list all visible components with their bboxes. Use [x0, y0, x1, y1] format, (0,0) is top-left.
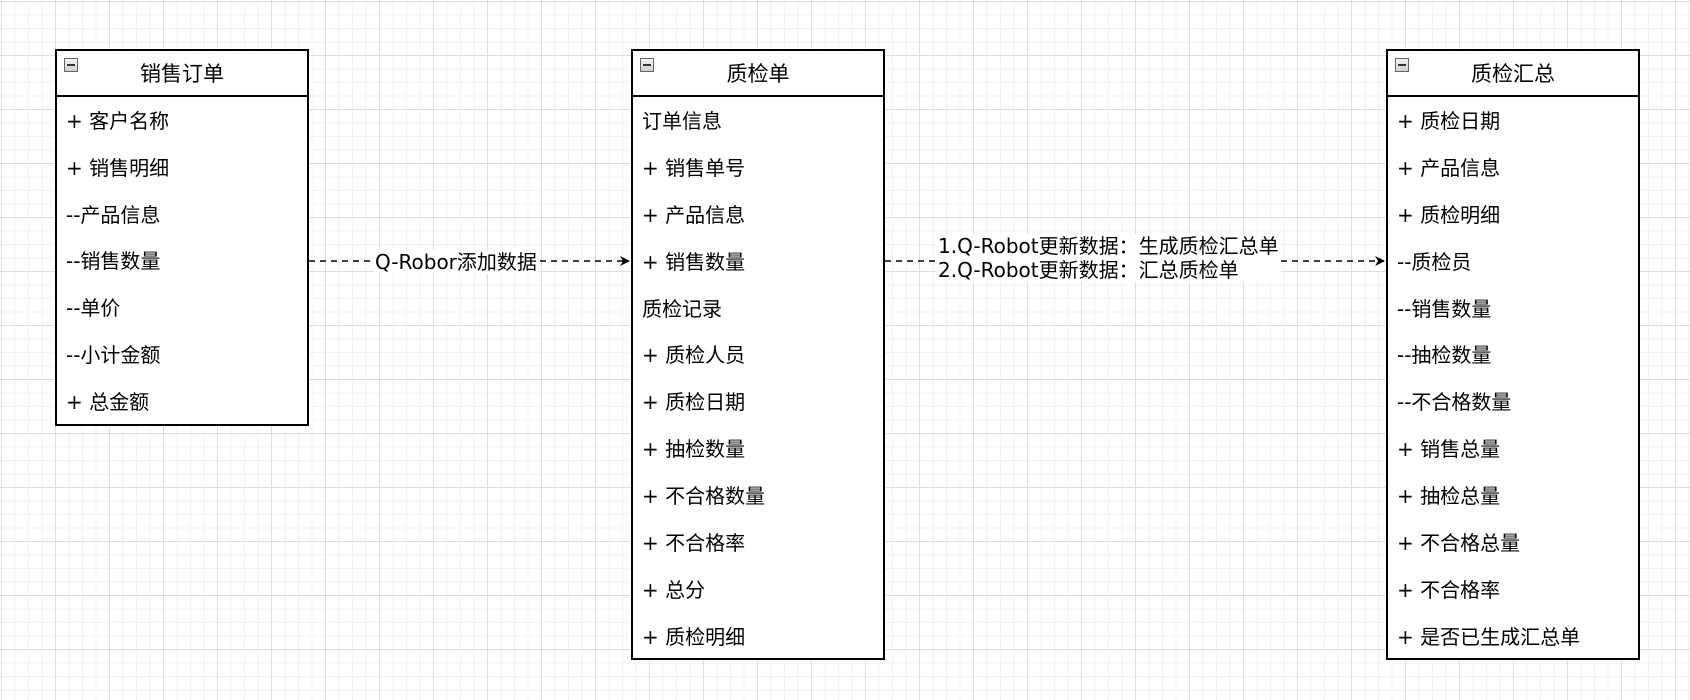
table-qc-summary[interactable]: 质检汇总 + 质检日期 + 产品信息 + 质检明细 --质检员 --销售数量 -…: [1386, 49, 1640, 660]
table-row[interactable]: --产品信息: [66, 202, 161, 227]
table-row[interactable]: --不合格数量: [1397, 390, 1512, 415]
table-row[interactable]: + 产品信息: [1397, 155, 1501, 180]
table-row[interactable]: --销售数量: [1397, 296, 1492, 321]
edge-label-update-data[interactable]: 1.Q-Robot更新数据：生成质检汇总单 2.Q-Robot更新数据：汇总质检…: [936, 234, 1281, 282]
table-row[interactable]: + 质检日期: [642, 390, 746, 415]
table-row[interactable]: + 客户名称: [66, 109, 170, 133]
table-qc-sheet[interactable]: 质检单 订单信息 + 销售单号 + 产品信息 + 销售数量 质检记录 + 质检人…: [631, 49, 885, 660]
table-rows: + 客户名称 + 销售明细 --产品信息 --销售数量 --单价 --小计金额 …: [57, 97, 307, 426]
table-row[interactable]: + 不合格数量: [642, 484, 766, 509]
table-title: 质检单: [726, 62, 790, 86]
collapse-icon[interactable]: [640, 58, 654, 72]
table-row[interactable]: --抽检数量: [1397, 343, 1492, 368]
table-row[interactable]: + 抽检总量: [1397, 484, 1501, 509]
table-row[interactable]: + 总分: [642, 577, 706, 602]
table-row[interactable]: + 产品信息: [642, 202, 746, 227]
table-row[interactable]: + 销售明细: [66, 155, 170, 180]
collapse-icon[interactable]: [64, 58, 78, 72]
table-row[interactable]: + 质检日期: [1397, 109, 1501, 133]
table-row[interactable]: + 质检人员: [642, 343, 746, 368]
table-header: 销售订单: [57, 51, 307, 97]
table-row[interactable]: + 不合格率: [642, 531, 746, 556]
table-row[interactable]: + 质检明细: [642, 624, 746, 649]
table-title: 质检汇总: [1471, 62, 1555, 86]
table-row[interactable]: + 销售单号: [642, 155, 746, 180]
table-rows: + 质检日期 + 产品信息 + 质检明细 --质检员 --销售数量 --抽检数量…: [1388, 97, 1638, 661]
table-row[interactable]: 订单信息: [642, 109, 722, 133]
table-row[interactable]: + 质检明细: [1397, 202, 1501, 227]
table-row[interactable]: + 销售数量: [642, 249, 746, 274]
table-header: 质检汇总: [1388, 51, 1638, 97]
table-row[interactable]: + 总金额: [66, 389, 150, 414]
table-row[interactable]: 质检记录: [642, 296, 722, 321]
table-header: 质检单: [633, 51, 883, 97]
table-rows: 订单信息 + 销售单号 + 产品信息 + 销售数量 质检记录 + 质检人员 + …: [633, 97, 883, 661]
table-row[interactable]: + 销售总量: [1397, 437, 1501, 462]
edge-label-line: 1.Q-Robot更新数据：生成质检汇总单: [938, 234, 1279, 258]
collapse-icon[interactable]: [1395, 58, 1409, 72]
table-title: 销售订单: [140, 62, 224, 86]
table-row[interactable]: --单价: [66, 296, 121, 321]
table-row[interactable]: + 抽检数量: [642, 437, 746, 462]
table-row[interactable]: + 不合格总量: [1397, 531, 1521, 556]
table-row[interactable]: --质检员: [1397, 249, 1472, 274]
table-row[interactable]: + 不合格率: [1397, 577, 1501, 602]
table-row[interactable]: --小计金额: [66, 342, 161, 367]
edge-label-line: 2.Q-Robot更新数据：汇总质检单: [938, 258, 1239, 282]
edge-label-add-data[interactable]: Q-Robor添加数据: [374, 250, 538, 274]
table-row[interactable]: --销售数量: [66, 249, 161, 274]
table-row[interactable]: + 是否已生成汇总单: [1397, 624, 1581, 649]
table-sales-order[interactable]: 销售订单 + 客户名称 + 销售明细 --产品信息 --销售数量 --单价 --…: [55, 49, 309, 426]
